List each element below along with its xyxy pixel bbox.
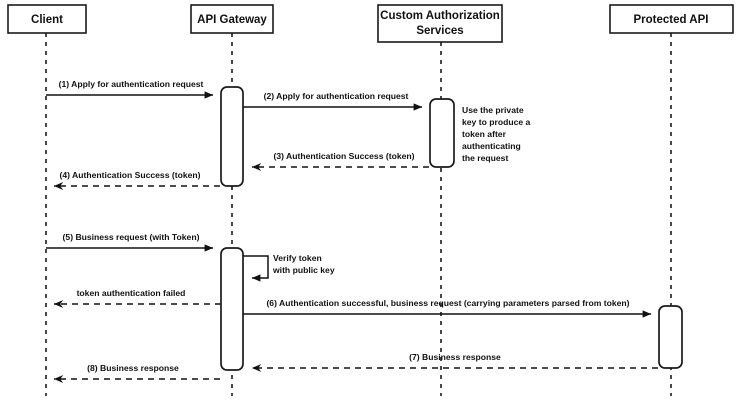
message-1-label: (1) Apply for authentication request — [59, 79, 204, 89]
message-8[interactable]: (8) Business response — [53, 363, 220, 383]
actor-box — [609, 4, 734, 34]
message-3-label: (3) Authentication Success (token) — [273, 151, 414, 161]
message-6-label: (6) Authentication successful, business … — [266, 298, 629, 308]
message-1[interactable]: (1) Apply for authentication request — [46, 79, 214, 99]
message-4-label: (4) Authentication Success (token) — [59, 170, 200, 180]
message-7[interactable]: (7) Business response — [251, 352, 658, 372]
actor-box — [377, 4, 503, 43]
actor-box — [190, 4, 274, 34]
actor-header-custom-authorization-services[interactable]: Custom Authorization Services — [377, 4, 503, 43]
activation-bar-protected-api — [658, 305, 683, 369]
note-private-key-line-2: key to produce a — [462, 117, 531, 127]
actor-label-client: Client — [31, 14, 63, 26]
actor-box — [7, 4, 87, 34]
message-8-label: (8) Business response — [87, 363, 179, 373]
note-private-key-line-5: the request — [462, 153, 508, 163]
self-message-verify-token-line-1: Verify token — [273, 253, 322, 263]
note-private-key-line-4: authenticating — [462, 141, 521, 151]
note-private-key-line-1: Use the private — [462, 105, 524, 115]
message-2[interactable]: (2) Apply for authentication request — [243, 91, 423, 111]
message-token-authentication-failed[interactable]: token authentication failed — [53, 288, 221, 308]
actor-header-api-gateway[interactable]: API Gateway — [190, 4, 274, 34]
message-5-label: (5) Business request (with Token) — [63, 232, 200, 242]
note-private-key: Use the private key to produce a token a… — [462, 105, 531, 163]
activation-bar-api-gateway-business — [220, 247, 244, 371]
message-3[interactable]: (3) Authentication Success (token) — [251, 151, 429, 171]
actor-label-custom-authorization-services-line1: Custom Authorization — [380, 10, 500, 22]
message-2-label: (2) Apply for authentication request — [264, 91, 409, 101]
activation-bar-api-gateway-auth — [220, 86, 244, 187]
actor-label-api-gateway: API Gateway — [197, 14, 267, 26]
actor-header-client[interactable]: Client — [7, 4, 87, 34]
message-5[interactable]: (5) Business request (with Token) — [46, 232, 214, 252]
self-message-verify-token-path — [243, 255, 269, 282]
actor-label-protected-api: Protected API — [634, 14, 709, 26]
actor-label-custom-authorization-services-line2: Services — [416, 25, 463, 37]
activation-bar-custom-authorization-services — [429, 98, 455, 168]
note-private-key-line-3: token after — [462, 129, 507, 139]
actor-header-protected-api[interactable]: Protected API — [609, 4, 734, 34]
message-6[interactable]: (6) Authentication successful, business … — [243, 298, 652, 318]
message-token-authentication-failed-label: token authentication failed — [77, 288, 186, 298]
self-message-verify-token-line-2: with public key — [272, 265, 335, 275]
message-4[interactable]: (4) Authentication Success (token) — [53, 170, 220, 190]
message-7-label: (7) Business response — [409, 352, 501, 362]
self-message-verify-token[interactable]: Verify token with public key — [243, 253, 335, 282]
